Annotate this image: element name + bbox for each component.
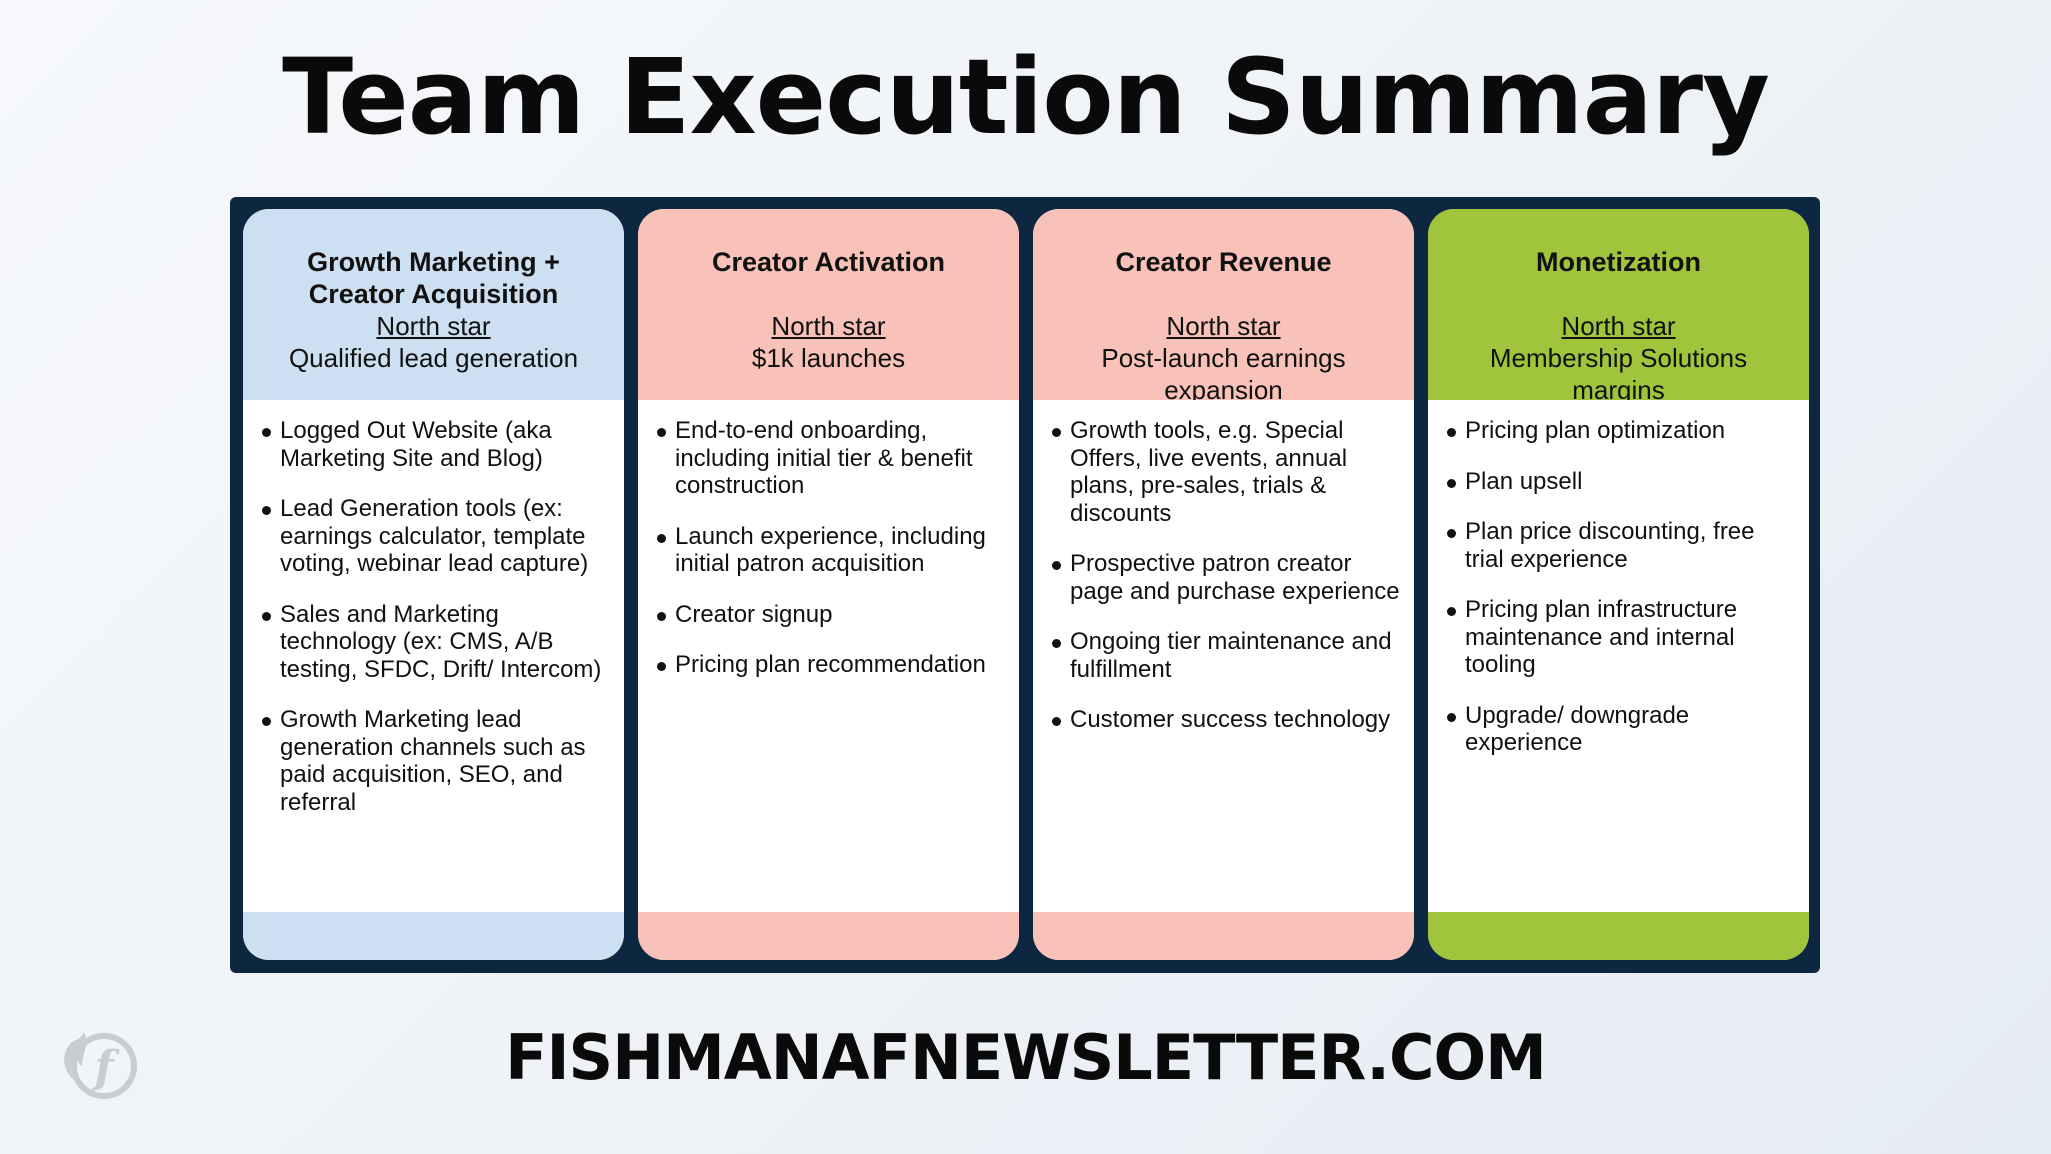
team-header: Growth Marketing + Creator Acquisition N… xyxy=(243,209,624,400)
team-column-growth-marketing: Growth Marketing + Creator Acquisition N… xyxy=(243,209,624,960)
north-star-label: North star xyxy=(1561,311,1676,341)
list-item: Plan price discounting, free trial exper… xyxy=(1446,518,1795,573)
list-item: Upgrade/ downgrade experience xyxy=(1446,702,1795,757)
team-board: Growth Marketing + Creator Acquisition N… xyxy=(230,197,1820,973)
team-responsibilities: Growth tools, e.g. Special Offers, live … xyxy=(1033,400,1414,912)
list-item: Pricing plan infrastructure maintenance … xyxy=(1446,596,1795,679)
team-header: Creator Revenue North star Post-launch e… xyxy=(1033,209,1414,405)
fishman-af-logo-icon: f xyxy=(50,1014,142,1106)
team-column-creator-activation: Creator Activation North star $1k launch… xyxy=(638,209,1019,960)
list-item: Creator signup xyxy=(656,601,1005,629)
north-star-value: Post-launch earnings expansion xyxy=(1101,343,1346,405)
team-header: Creator Activation North star $1k launch… xyxy=(638,209,1019,400)
list-item: Pricing plan optimization xyxy=(1446,417,1795,445)
team-name: Monetization xyxy=(1536,247,1701,277)
north-star-label: North star xyxy=(771,311,886,341)
list-item: Growth tools, e.g. Special Offers, live … xyxy=(1051,417,1400,527)
team-responsibilities: End-to-end onboarding, including initial… xyxy=(638,400,1019,912)
list-item: Growth Marketing lead generation channel… xyxy=(261,706,610,816)
team-footer xyxy=(243,912,624,960)
team-footer xyxy=(1033,912,1414,960)
list-item: Prospective patron creator page and purc… xyxy=(1051,550,1400,605)
list-item: Plan upsell xyxy=(1446,468,1795,496)
team-responsibilities: Pricing plan optimization Plan upsell Pl… xyxy=(1428,400,1809,912)
team-footer xyxy=(1428,912,1809,960)
list-item: Logged Out Website (aka Marketing Site a… xyxy=(261,417,610,472)
page-title: Team Execution Summary xyxy=(282,36,1770,158)
north-star-label: North star xyxy=(376,311,491,341)
team-responsibilities: Logged Out Website (aka Marketing Site a… xyxy=(243,400,624,912)
team-name: Growth Marketing + Creator Acquisition xyxy=(307,247,560,309)
team-column-monetization: Monetization North star Membership Solut… xyxy=(1428,209,1809,960)
north-star-value: Qualified lead generation xyxy=(288,343,579,373)
list-item: Pricing plan recommendation xyxy=(656,651,1005,679)
website-url: FISHMANAFNEWSLETTER.COM xyxy=(505,1021,1547,1094)
team-header: Monetization North star Membership Solut… xyxy=(1428,209,1809,405)
north-star-label: North star xyxy=(1166,311,1281,341)
list-item: End-to-end onboarding, including initial… xyxy=(656,417,1005,500)
team-column-creator-revenue: Creator Revenue North star Post-launch e… xyxy=(1033,209,1414,960)
team-footer xyxy=(638,912,1019,960)
north-star-value: $1k launches xyxy=(751,343,906,373)
list-item: Ongoing tier maintenance and fulfillment xyxy=(1051,628,1400,683)
list-item: Lead Generation tools (ex: earnings calc… xyxy=(261,495,610,578)
team-name: Creator Revenue xyxy=(1115,247,1332,277)
list-item: Customer success technology xyxy=(1051,706,1400,734)
list-item: Launch experience, including initial pat… xyxy=(656,523,1005,578)
list-item: Sales and Marketing technology (ex: CMS,… xyxy=(261,601,610,684)
north-star-value: Membership Solutions margins xyxy=(1489,343,1748,405)
team-name: Creator Activation xyxy=(711,247,946,277)
